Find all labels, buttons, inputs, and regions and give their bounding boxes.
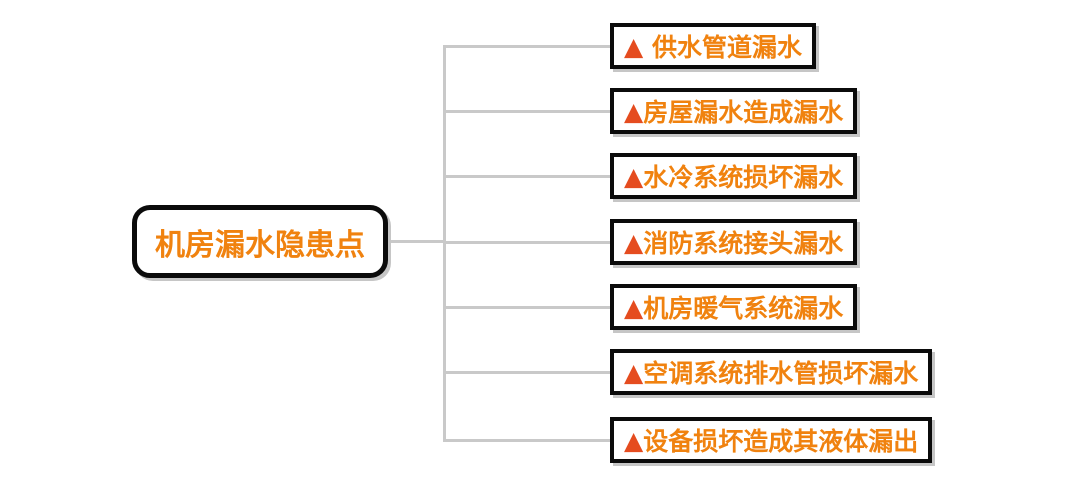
connector-branch-line (443, 175, 614, 178)
warning-triangle-icon: ▲ (624, 31, 644, 61)
leaf-node-label: 供水管道漏水 (643, 33, 802, 62)
connector-branch-line (443, 45, 614, 48)
leaf-node-label: 消防系统接头漏水 (643, 229, 844, 258)
leaf-node[interactable]: ▲ 供水管道漏水 (610, 23, 816, 69)
leaf-node-label: 空调系统排水管损坏漏水 (643, 359, 919, 388)
warning-triangle-icon: ▲ (624, 96, 644, 126)
warning-triangle-icon: ▲ (624, 357, 644, 387)
warning-triangle-icon: ▲ (624, 227, 644, 257)
leaf-node-label: 设备损坏造成其液体漏出 (643, 427, 919, 456)
leaf-node[interactable]: ▲设备损坏造成其液体漏出 (610, 417, 933, 463)
leaf-node-label: 房屋漏水造成漏水 (643, 98, 844, 127)
connector-branch-line (443, 110, 614, 113)
connector-branch-line (443, 241, 614, 244)
root-node-label: 机房漏水隐患点 (155, 227, 365, 263)
connector-root-line (386, 240, 444, 243)
connector-branch-line (443, 306, 614, 309)
connector-branch-line (443, 439, 614, 442)
connector-branch-line (443, 371, 614, 374)
leaf-node[interactable]: ▲房屋漏水造成漏水 (610, 88, 858, 134)
leaf-node[interactable]: ▲机房暖气系统漏水 (610, 284, 858, 330)
warning-triangle-icon: ▲ (624, 292, 644, 322)
leaf-node[interactable]: ▲消防系统接头漏水 (610, 219, 858, 265)
root-node[interactable]: 机房漏水隐患点 (132, 205, 388, 278)
leaf-node-label: 水冷系统损坏漏水 (643, 163, 844, 192)
warning-triangle-icon: ▲ (624, 425, 644, 455)
warning-triangle-icon: ▲ (624, 161, 644, 191)
leaf-node[interactable]: ▲空调系统排水管损坏漏水 (610, 349, 933, 395)
leaf-node-label: 机房暖气系统漏水 (643, 294, 844, 323)
leaf-node[interactable]: ▲水冷系统损坏漏水 (610, 153, 858, 199)
